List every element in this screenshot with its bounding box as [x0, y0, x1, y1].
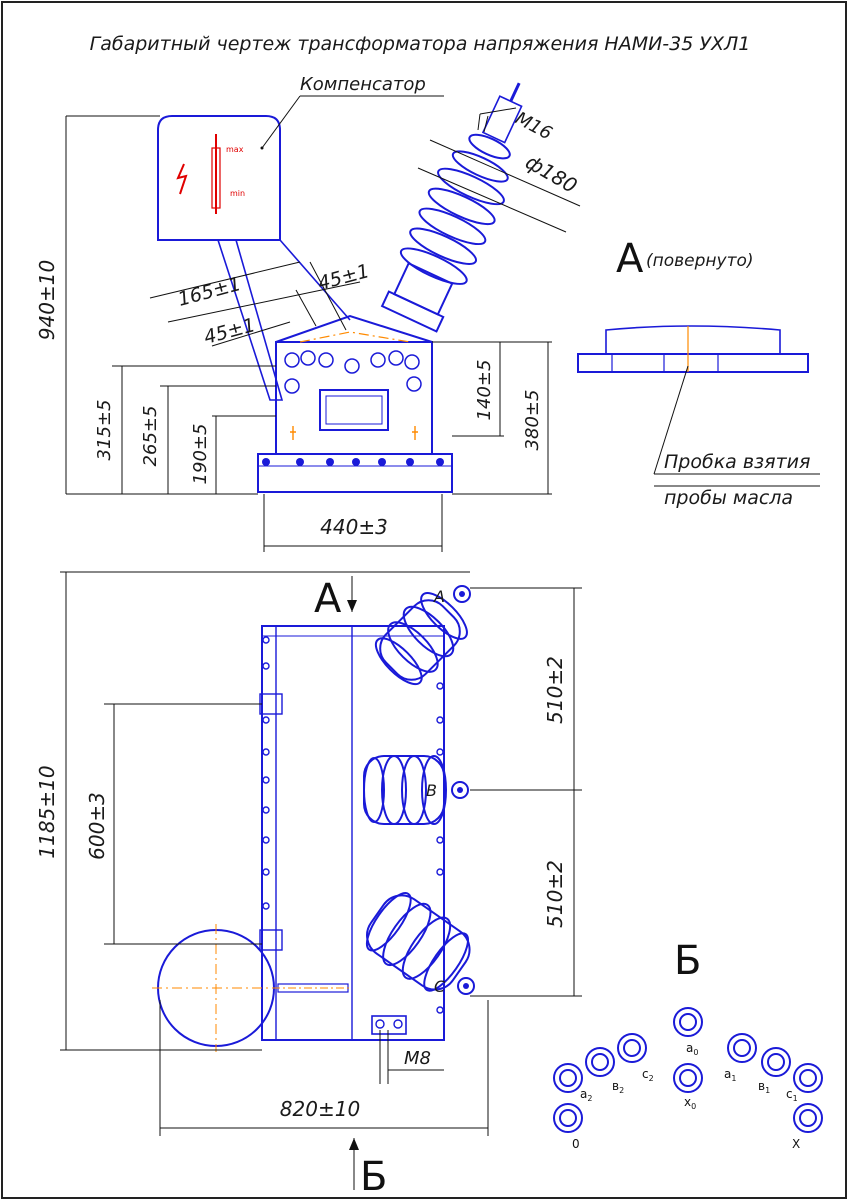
- arrow-b-label: Б: [360, 1154, 387, 1200]
- dim-45-b: 45±1: [316, 260, 372, 295]
- bushing-label-c: C: [434, 977, 446, 996]
- bushing-c-plan: [365, 892, 475, 995]
- dim-1185: 1185±10: [35, 765, 59, 858]
- dim-380: 380±5: [522, 390, 543, 451]
- gauge-min-label: min: [230, 189, 245, 198]
- view-a-title: А: [616, 236, 644, 282]
- dim-440: 440±3: [320, 515, 388, 539]
- dim-940: 940±10: [35, 260, 59, 340]
- high-voltage-icon: [176, 163, 188, 195]
- arrow-a-label: А: [314, 576, 342, 622]
- bushing-front: [380, 82, 523, 333]
- terminal-x0: x0: [684, 1095, 696, 1111]
- oil-sample-label-2: пробы масла: [664, 487, 793, 509]
- tank-plan: [259, 625, 445, 1041]
- compensator-label: Компенсатор: [300, 74, 426, 95]
- dim-820: 820±10: [280, 1097, 360, 1121]
- compensator: max min: [157, 115, 281, 241]
- terminal-b1: в1: [758, 1079, 770, 1095]
- terminal-o: 0: [572, 1137, 580, 1151]
- compensator-leader: [261, 95, 301, 149]
- dim-190: 190±5: [190, 424, 211, 485]
- ground-terminal-plan: [371, 1015, 407, 1084]
- view-a-drawing: [577, 325, 809, 373]
- expansion-tank-plan: [152, 924, 280, 1052]
- drawing-title: Габаритный чертеж трансформатора напряже…: [90, 33, 751, 55]
- dim-510-a: 510±2: [543, 656, 567, 724]
- dim-m8: M8: [404, 1048, 431, 1069]
- dim-600: 600±3: [85, 792, 109, 860]
- terminal-x: X: [792, 1137, 800, 1151]
- dim-165: 165±1: [176, 273, 244, 311]
- tank-front: [257, 314, 453, 493]
- bushing-b-plan: [363, 755, 469, 825]
- dim-dia180: ф180: [522, 150, 582, 198]
- dim-140: 140±5: [474, 360, 495, 421]
- dim-265: 265±5: [140, 406, 161, 467]
- dim-45-a: 45±1: [202, 314, 258, 349]
- bushing-label-b: B: [426, 781, 437, 800]
- view-a-note: (повернуто): [646, 251, 754, 271]
- terminal-block-b: [553, 1007, 823, 1133]
- view-b-title: Б: [674, 938, 701, 984]
- gauge-max-label: max: [226, 145, 244, 154]
- dim-510-b: 510±2: [543, 860, 567, 928]
- terminal-b2: в2: [612, 1079, 624, 1095]
- oil-sample-label-1: Пробка взятия: [664, 451, 810, 473]
- terminal-a0: a0: [686, 1041, 698, 1057]
- dim-m16: M16: [512, 108, 556, 145]
- terminal-c2: с2: [642, 1067, 654, 1083]
- terminal-c1: с1: [786, 1087, 798, 1103]
- dim-315: 315±5: [94, 400, 115, 461]
- bushing-a-plan: [374, 585, 471, 686]
- bushing-label-a: A: [433, 587, 445, 606]
- terminal-a2: a2: [580, 1087, 592, 1103]
- terminal-a1: a1: [724, 1067, 736, 1083]
